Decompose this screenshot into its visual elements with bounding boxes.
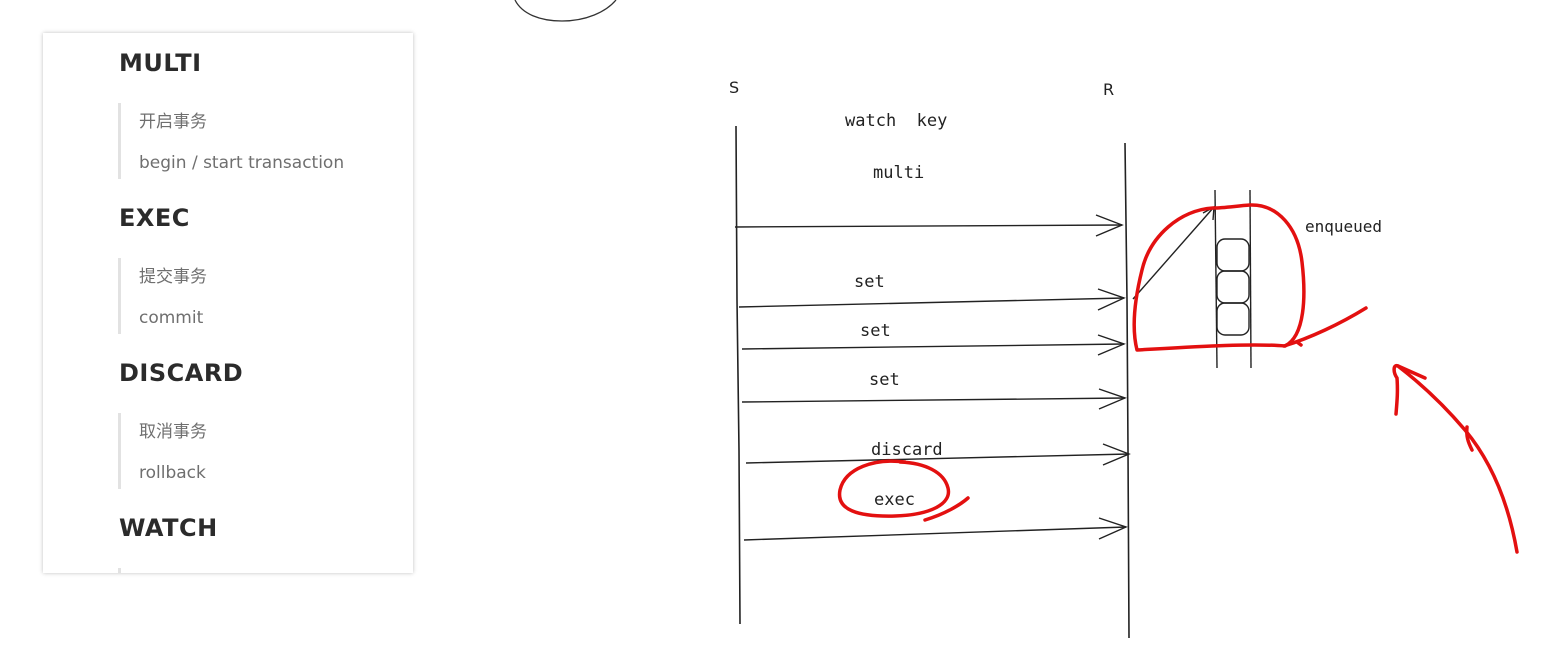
- message-arrows: [734, 214, 1131, 541]
- set-arrow-1: [738, 288, 1126, 311]
- command-desc-cn: 开启事务: [139, 112, 207, 132]
- command-title-discard: DISCARD: [119, 359, 244, 387]
- command-title-exec: EXEC: [119, 204, 190, 232]
- queue-underline-annotation: [1282, 306, 1368, 348]
- command-desc-cn: 取消事务: [139, 422, 207, 442]
- command-desc-en: commit: [139, 308, 204, 328]
- command-desc-exec: 提交事务 commit: [118, 258, 207, 334]
- curved-arrowhead-annotation: [1396, 364, 1427, 380]
- set-arrow-3: [741, 388, 1127, 410]
- receiver-label: R: [1103, 80, 1114, 99]
- queued-command-box: [1216, 238, 1250, 272]
- command-desc-en: begin / start transaction: [139, 153, 345, 173]
- exec-label: exec: [874, 490, 915, 510]
- queue-circle-annotation: [1132, 203, 1306, 352]
- command-queue: [1132, 189, 1252, 369]
- partial-circle-shape: [514, 0, 617, 22]
- queue-dot-annotation: [1295, 340, 1303, 347]
- receiver-lifeline: [1124, 142, 1130, 639]
- command-desc-multi: 开启事务 begin / start transaction: [118, 103, 344, 179]
- multi-label: multi: [873, 163, 924, 183]
- exec-circle-annotation: [837, 459, 951, 518]
- sender-lifeline: [735, 125, 741, 625]
- set-label-3: set: [869, 370, 900, 390]
- command-desc-cn: 提交事务: [139, 267, 207, 287]
- discard-label: discard: [871, 440, 943, 460]
- exec-tail-annotation: [923, 496, 970, 522]
- set-arrow-2: [741, 334, 1126, 356]
- arrow-tick-annotation: [1465, 425, 1474, 452]
- command-title-watch: WATCH: [119, 514, 218, 542]
- command-list-card: MULTI 开启事务 begin / start transaction EXE…: [43, 33, 413, 573]
- watch-key-label: watch key: [845, 111, 947, 131]
- sender-label: S: [729, 78, 739, 97]
- red-annotations: [837, 203, 1519, 554]
- command-desc-watch: [118, 568, 137, 573]
- queued-command-box: [1216, 302, 1250, 336]
- discard-arrow: [745, 443, 1131, 466]
- command-desc-en: rollback: [139, 463, 206, 483]
- enqueue-arrow: [1132, 206, 1215, 300]
- curved-arrow-annotation: [1392, 363, 1519, 554]
- set-label-2: set: [860, 321, 891, 341]
- enqueued-label: enqueued: [1305, 217, 1382, 236]
- command-title-multi: MULTI: [119, 49, 202, 77]
- command-desc-discard: 取消事务 rollback: [118, 413, 207, 489]
- multi-arrow: [734, 214, 1124, 237]
- set-label-1: set: [854, 272, 885, 292]
- exec-arrow: [743, 517, 1128, 541]
- queued-command-box: [1216, 270, 1250, 304]
